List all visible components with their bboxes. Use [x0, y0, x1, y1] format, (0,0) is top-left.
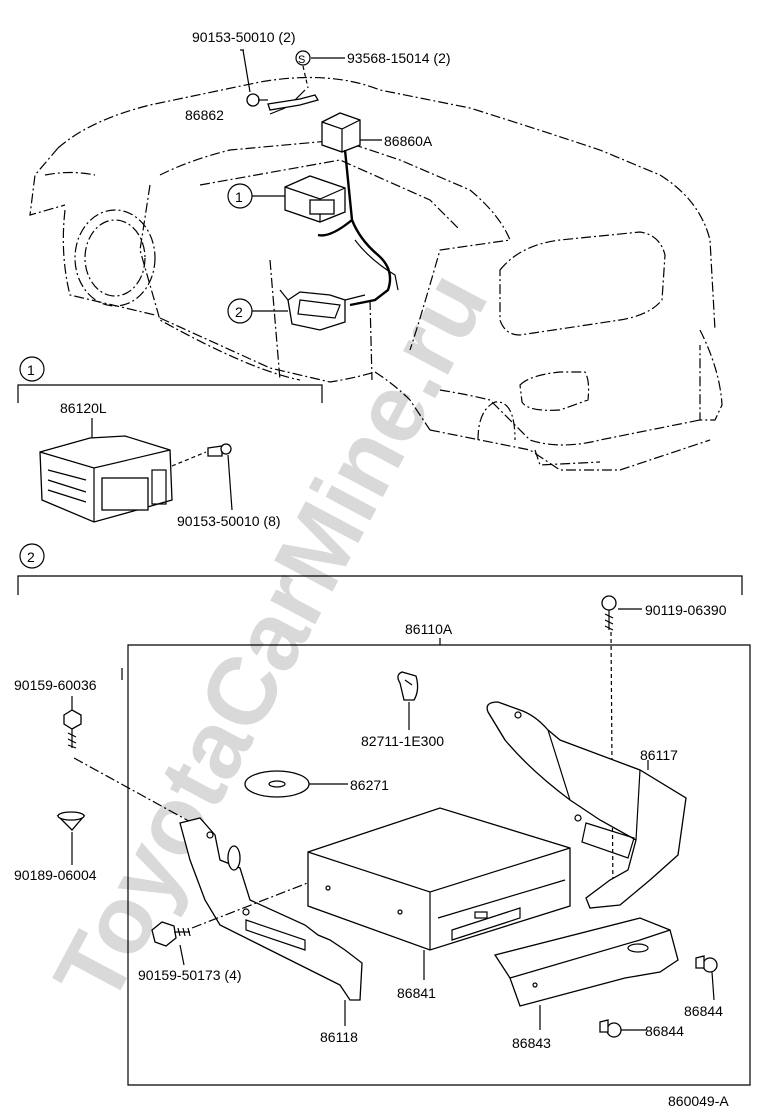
screw-86844-bottom: [599, 1019, 622, 1038]
bolt-90159-60036: [63, 709, 82, 749]
clip-82711-1e300: [397, 671, 419, 701]
ref-marker-2-top: 2: [235, 304, 243, 320]
s-marker-circle: [295, 50, 311, 66]
cd-changer-86841: [307, 807, 571, 951]
grommet-90189-06004: [56, 811, 86, 831]
label-82711-1e300: 82711-1E300: [361, 733, 444, 749]
display-unit-86120l: [39, 435, 173, 523]
s-marker: S: [298, 54, 305, 66]
bolt-90119-06390: [601, 595, 617, 631]
label-90119-06390: 90119-06390: [645, 602, 727, 618]
section-2-marker: 2: [27, 549, 35, 565]
bracket-86118: [179, 817, 363, 1001]
label-93568-15014-2: 93568-15014 (2): [347, 50, 451, 66]
display-unit-in-vehicle: [284, 175, 346, 223]
label-86271: 86271: [350, 777, 389, 793]
label-90189-06004: 90189-06004: [14, 867, 97, 883]
section-1-bracket: [17, 384, 323, 403]
assembly-frame-86110a: [127, 644, 751, 1086]
label-86862: 86862: [185, 107, 224, 123]
vehicle-outline: [29, 76, 723, 471]
label-86860a: 86860A: [384, 133, 433, 149]
label-90153-50010-8: 90153-50010 (8): [177, 513, 281, 529]
amplifier-86860a: [321, 112, 361, 153]
wiring-harness: [317, 149, 392, 307]
label-90159-60036: 90159-60036: [14, 677, 97, 693]
label-86110a: 86110A: [405, 621, 453, 637]
label-90159-50173-4: 90159-50173 (4): [138, 967, 242, 983]
bracket-86117: [486, 701, 687, 909]
label-86841: 86841: [397, 985, 436, 1001]
section-1-marker: 1: [27, 362, 35, 378]
disc-86271: [244, 770, 310, 798]
bolt-90153-50010-top: [246, 93, 268, 107]
label-90153-50010-2: 90153-50010 (2): [192, 29, 296, 45]
diagram-id: 860049-A: [668, 1093, 729, 1109]
ref-marker-1-top: 1: [235, 189, 243, 205]
cd-changer-in-vehicle: [279, 289, 366, 331]
section-2-bracket: [17, 575, 743, 595]
screw-90159-50173: [151, 921, 191, 947]
screw-86844-right: [695, 955, 718, 973]
label-86118: 86118: [320, 1029, 358, 1045]
label-86843: 86843: [512, 1035, 551, 1051]
label-86844-right: 86844: [684, 1003, 723, 1019]
label-86117: 86117: [640, 747, 678, 763]
screw-90153-50010-8: [207, 443, 232, 457]
label-86120l: 86120L: [60, 400, 107, 416]
label-86844-bottom: 86844: [645, 1023, 684, 1039]
antenna-bracket-86862: [267, 89, 319, 111]
bracket-86843: [493, 917, 679, 1007]
